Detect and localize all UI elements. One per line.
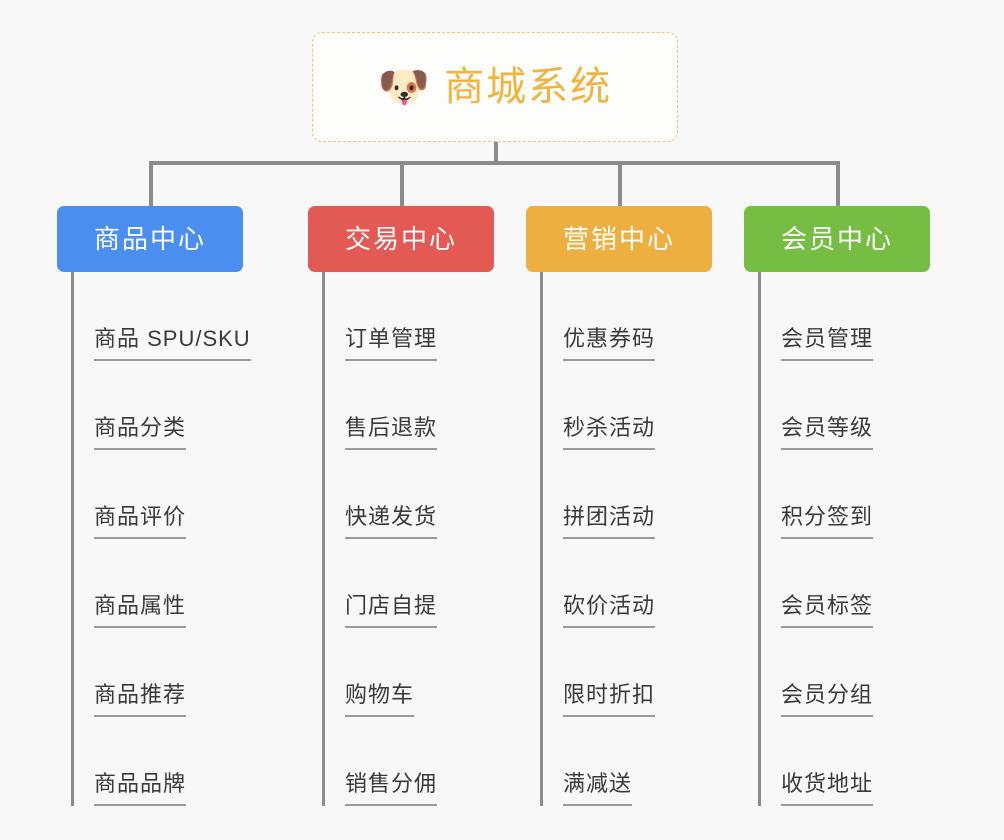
list-item-label: 商品分类 bbox=[94, 417, 187, 450]
branch-items-member: 会员管理 会员等级 积分签到 会员标签 会员分组 收货地址 bbox=[744, 272, 944, 806]
list-item[interactable]: 购物车 bbox=[322, 628, 508, 717]
connector-drop-2 bbox=[400, 161, 404, 208]
connector-drop-4 bbox=[836, 161, 840, 208]
list-item-label: 销售分佣 bbox=[345, 773, 438, 806]
branch-header-label: 交易中心 bbox=[344, 224, 457, 254]
list-item-label: 会员管理 bbox=[781, 328, 874, 361]
list-item[interactable]: 秒杀活动 bbox=[540, 361, 726, 450]
branch-column-product: 商品中心 商品 SPU/SKU 商品分类 商品评价 商品属性 商品推荐 商品品牌 bbox=[57, 206, 257, 806]
branch-column-member: 会员中心 会员管理 会员等级 积分签到 会员标签 会员分组 收货地址 bbox=[744, 206, 944, 806]
list-item[interactable]: 限时折扣 bbox=[540, 628, 726, 717]
list-item[interactable]: 优惠券码 bbox=[540, 272, 726, 361]
list-item[interactable]: 砍价活动 bbox=[540, 539, 726, 628]
branch-header-label: 商品中心 bbox=[93, 224, 206, 254]
shiba-dog-icon: 🐶 bbox=[377, 63, 431, 110]
list-item-label: 会员标签 bbox=[781, 595, 874, 628]
list-item[interactable]: 售后退款 bbox=[322, 361, 508, 450]
list-item[interactable]: 收货地址 bbox=[758, 717, 944, 806]
list-item[interactable]: 销售分佣 bbox=[322, 717, 508, 806]
list-item[interactable]: 门店自提 bbox=[322, 539, 508, 628]
branch-spine bbox=[540, 272, 543, 806]
list-item-label: 积分签到 bbox=[781, 506, 874, 539]
branch-header-product[interactable]: 商品中心 bbox=[57, 206, 243, 272]
connector-root-stem bbox=[494, 142, 498, 164]
list-item-label: 收货地址 bbox=[781, 773, 874, 806]
list-item-label: 满减送 bbox=[563, 773, 633, 806]
list-item[interactable]: 拼团活动 bbox=[540, 450, 726, 539]
list-item[interactable]: 商品属性 bbox=[71, 539, 257, 628]
list-item[interactable]: 满减送 bbox=[540, 717, 726, 806]
list-item[interactable]: 商品分类 bbox=[71, 361, 257, 450]
list-item-label: 商品品牌 bbox=[94, 773, 187, 806]
branch-header-label: 营销中心 bbox=[562, 224, 675, 254]
list-item-label: 购物车 bbox=[345, 684, 415, 717]
list-item-label: 砍价活动 bbox=[563, 595, 656, 628]
branch-spine bbox=[758, 272, 761, 806]
branch-column-marketing: 营销中心 优惠券码 秒杀活动 拼团活动 砍价活动 限时折扣 满减送 bbox=[526, 206, 726, 806]
root-node-title: 商城系统 bbox=[444, 65, 613, 109]
branch-header-member[interactable]: 会员中心 bbox=[744, 206, 930, 272]
branch-items-marketing: 优惠券码 秒杀活动 拼团活动 砍价活动 限时折扣 满减送 bbox=[526, 272, 726, 806]
connector-drop-3 bbox=[618, 161, 622, 208]
branch-items-product: 商品 SPU/SKU 商品分类 商品评价 商品属性 商品推荐 商品品牌 bbox=[57, 272, 257, 806]
list-item[interactable]: 商品 SPU/SKU bbox=[71, 272, 257, 361]
list-item[interactable]: 订单管理 bbox=[322, 272, 508, 361]
list-item-label: 快递发货 bbox=[345, 506, 438, 539]
branch-header-marketing[interactable]: 营销中心 bbox=[526, 206, 712, 272]
list-item[interactable]: 会员标签 bbox=[758, 539, 944, 628]
list-item-label: 优惠券码 bbox=[563, 328, 656, 361]
list-item-label: 秒杀活动 bbox=[563, 417, 656, 450]
list-item[interactable]: 快递发货 bbox=[322, 450, 508, 539]
list-item-label: 限时折扣 bbox=[563, 684, 656, 717]
list-item-label: 会员等级 bbox=[781, 417, 874, 450]
list-item[interactable]: 会员等级 bbox=[758, 361, 944, 450]
root-node[interactable]: 🐶 商城系统 bbox=[312, 32, 678, 142]
list-item-label: 会员分组 bbox=[781, 684, 874, 717]
connector-horizontal-bus bbox=[149, 161, 839, 165]
list-item-label: 订单管理 bbox=[345, 328, 438, 361]
list-item[interactable]: 商品品牌 bbox=[71, 717, 257, 806]
list-item-label: 商品评价 bbox=[94, 506, 187, 539]
branch-spine bbox=[71, 272, 74, 806]
branch-header-trade[interactable]: 交易中心 bbox=[308, 206, 494, 272]
list-item-label: 商品推荐 bbox=[94, 684, 187, 717]
branch-spine bbox=[322, 272, 325, 806]
list-item[interactable]: 积分签到 bbox=[758, 450, 944, 539]
list-item[interactable]: 商品推荐 bbox=[71, 628, 257, 717]
list-item[interactable]: 商品评价 bbox=[71, 450, 257, 539]
branch-items-trade: 订单管理 售后退款 快递发货 门店自提 购物车 销售分佣 bbox=[308, 272, 508, 806]
branch-column-trade: 交易中心 订单管理 售后退款 快递发货 门店自提 购物车 销售分佣 bbox=[308, 206, 508, 806]
connector-drop-1 bbox=[149, 161, 153, 208]
list-item-label: 商品属性 bbox=[94, 595, 187, 628]
list-item[interactable]: 会员管理 bbox=[758, 272, 944, 361]
list-item-label: 商品 SPU/SKU bbox=[94, 328, 251, 361]
list-item-label: 门店自提 bbox=[345, 595, 438, 628]
list-item[interactable]: 会员分组 bbox=[758, 628, 944, 717]
branch-header-label: 会员中心 bbox=[780, 224, 893, 254]
list-item-label: 拼团活动 bbox=[563, 506, 656, 539]
list-item-label: 售后退款 bbox=[345, 417, 438, 450]
